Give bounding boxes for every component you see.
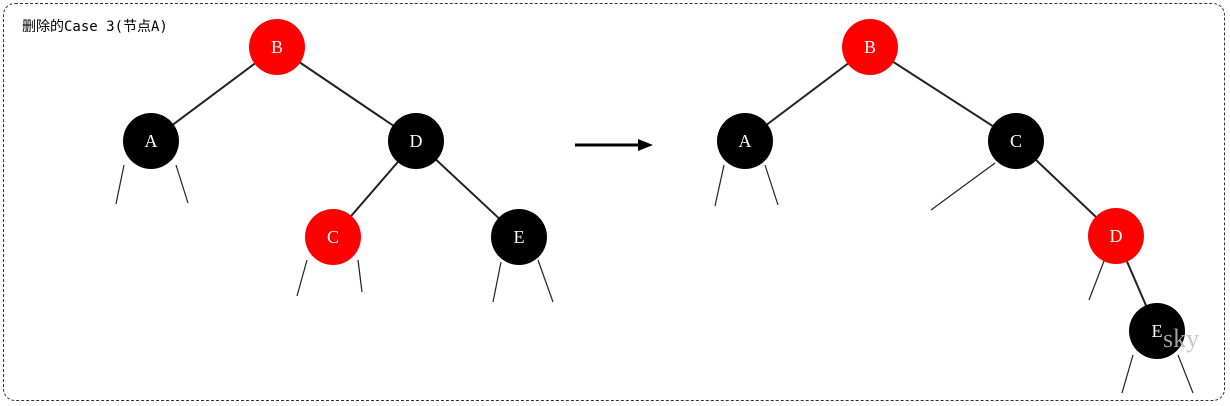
after-node-A-circle (717, 113, 773, 169)
before-node-A: A (123, 113, 179, 169)
after-leaf-stub (1121, 354, 1134, 394)
after-edge-B-C (869, 46, 1017, 142)
after-node-B-label: B (864, 37, 876, 57)
before-node-A-circle (123, 113, 179, 169)
after-node-E-circle (1129, 303, 1185, 359)
before-leaf-stub (175, 164, 189, 204)
after-node-B: B (842, 19, 898, 75)
before-node-C-circle (305, 209, 361, 265)
before-node-D-label: D (410, 131, 423, 151)
before-node-A-label: A (145, 131, 158, 151)
before-node-C: C (305, 209, 361, 265)
after-node-E: E (1129, 303, 1185, 359)
before-node-D: D (388, 113, 444, 169)
after-node-A-label: A (739, 131, 752, 151)
before-node-C-label: C (327, 227, 339, 247)
after-node-E-label: E (1152, 321, 1163, 341)
after-node-D: D (1088, 208, 1144, 264)
after-node-C-label: C (1010, 131, 1022, 151)
diagram-frame (3, 3, 1225, 401)
after-leaf-stub (764, 164, 779, 206)
after-leaf-stub (1177, 354, 1194, 394)
transform-arrow (575, 139, 653, 151)
after-node-C: C (988, 113, 1044, 169)
before-leaf-stub (357, 259, 363, 293)
watermark-text: sky (1163, 324, 1200, 353)
before-node-E-label: E (514, 227, 525, 247)
before-node-B: B (249, 19, 305, 75)
diagram-caption: 删除的Case 3(节点A) (22, 19, 168, 35)
after-node-A: A (717, 113, 773, 169)
before-node-B-label: B (271, 37, 283, 57)
before-node-B-circle (249, 19, 305, 75)
before-node-E: E (491, 209, 547, 265)
after-node-C-circle (988, 113, 1044, 169)
after-node-D-label: D (1110, 226, 1123, 246)
after-leaf-stub (930, 162, 996, 211)
before-leaf-stub (115, 164, 125, 205)
after-node-B-circle (842, 19, 898, 75)
before-node-D-circle (388, 113, 444, 169)
after-leaf-stub (1088, 260, 1105, 301)
after-leaf-stub (714, 164, 725, 207)
before-leaf-stub (296, 259, 308, 297)
before-leaf-stub (537, 259, 554, 303)
before-leaf-stub (492, 261, 502, 303)
before-node-E-circle (491, 209, 547, 265)
after-node-D-circle (1088, 208, 1144, 264)
